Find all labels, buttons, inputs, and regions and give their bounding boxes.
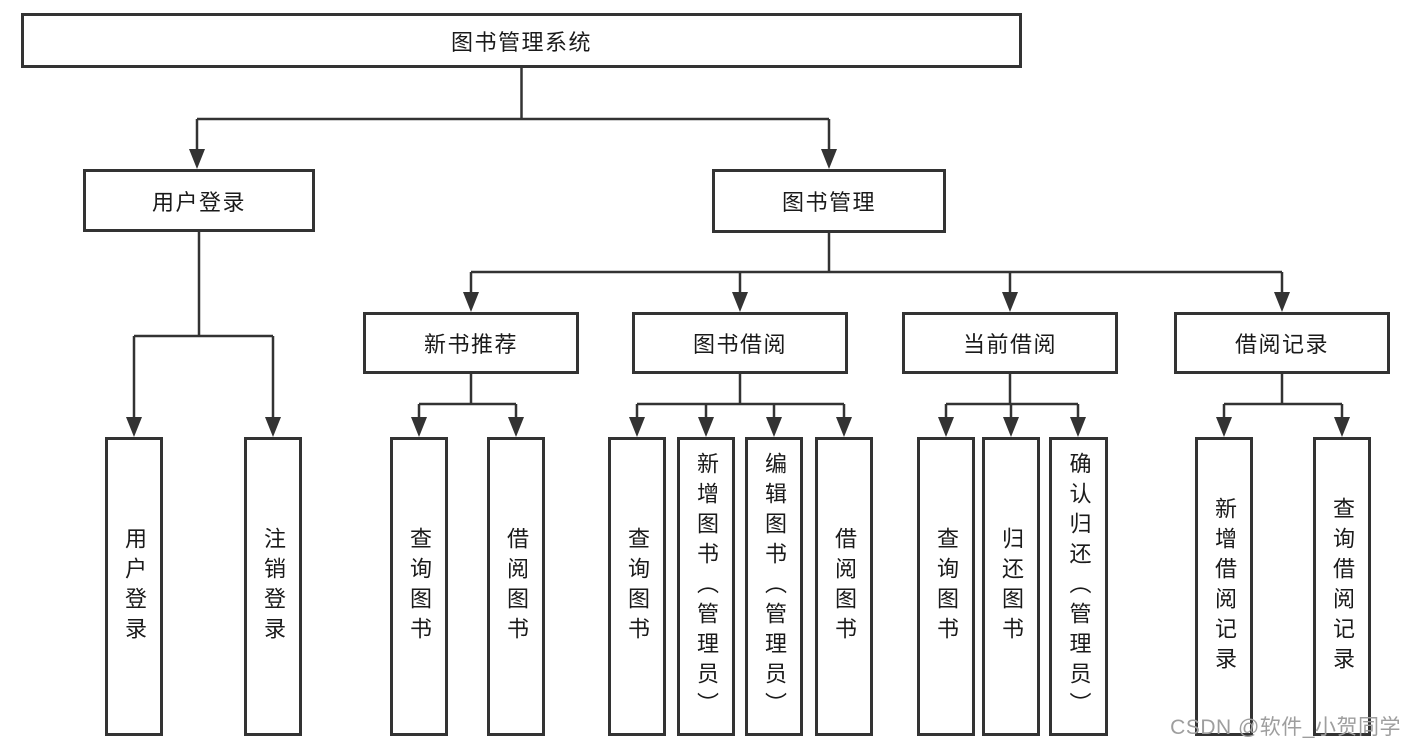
leaf-label: 查询图书 <box>625 526 650 647</box>
leaf-borrow-books-recommend: 借阅图书 <box>487 437 545 736</box>
leaf-label: 归还图书 <box>999 526 1024 647</box>
node-book-borrow: 图书借阅 <box>632 312 848 374</box>
leaf-return-books: 归还图书 <box>982 437 1040 736</box>
leaf-label: 新增图书（管理员） <box>694 451 719 722</box>
leaf-label: 用户登录 <box>122 526 147 647</box>
leaf-label: 查询图书 <box>934 526 959 647</box>
node-book-management: 图书管理 <box>712 169 946 233</box>
leaf-label: 确认归还（管理员） <box>1066 451 1092 722</box>
leaf-label: 查询图书 <box>407 526 432 647</box>
leaf-confirm-return-admin: 确认归还（管理员） <box>1049 437 1108 736</box>
leaf-label: 借阅图书 <box>504 526 529 647</box>
leaf-label: 查询借阅记录 <box>1330 496 1355 677</box>
node-current-borrow: 当前借阅 <box>902 312 1118 374</box>
leaf-add-borrow-record: 新增借阅记录 <box>1195 437 1253 736</box>
leaf-query-books-borrow: 查询图书 <box>608 437 666 736</box>
leaf-logout: 注销登录 <box>244 437 302 736</box>
leaf-query-books-recommend: 查询图书 <box>390 437 448 736</box>
leaf-borrow-books: 借阅图书 <box>815 437 873 736</box>
leaf-label: 借阅图书 <box>832 526 857 647</box>
csdn-watermark: CSDN @软件_小贺同学 <box>1170 716 1401 739</box>
node-new-book-recommend: 新书推荐 <box>363 312 579 374</box>
leaf-add-books-admin: 新增图书（管理员） <box>677 437 735 736</box>
leaf-query-books-current: 查询图书 <box>917 437 975 736</box>
leaf-label: 编辑图书（管理员） <box>762 451 787 722</box>
node-library-management-system: 图书管理系统 <box>21 13 1022 68</box>
node-user-login: 用户登录 <box>83 169 315 232</box>
leaf-label: 新增借阅记录 <box>1212 496 1237 677</box>
leaf-query-borrow-record: 查询借阅记录 <box>1313 437 1371 736</box>
node-borrow-records: 借阅记录 <box>1174 312 1390 374</box>
leaf-edit-books-admin: 编辑图书（管理员） <box>745 437 803 736</box>
leaf-user-login: 用户登录 <box>105 437 163 736</box>
leaf-label: 注销登录 <box>261 526 286 647</box>
arrowheads <box>126 149 1350 437</box>
